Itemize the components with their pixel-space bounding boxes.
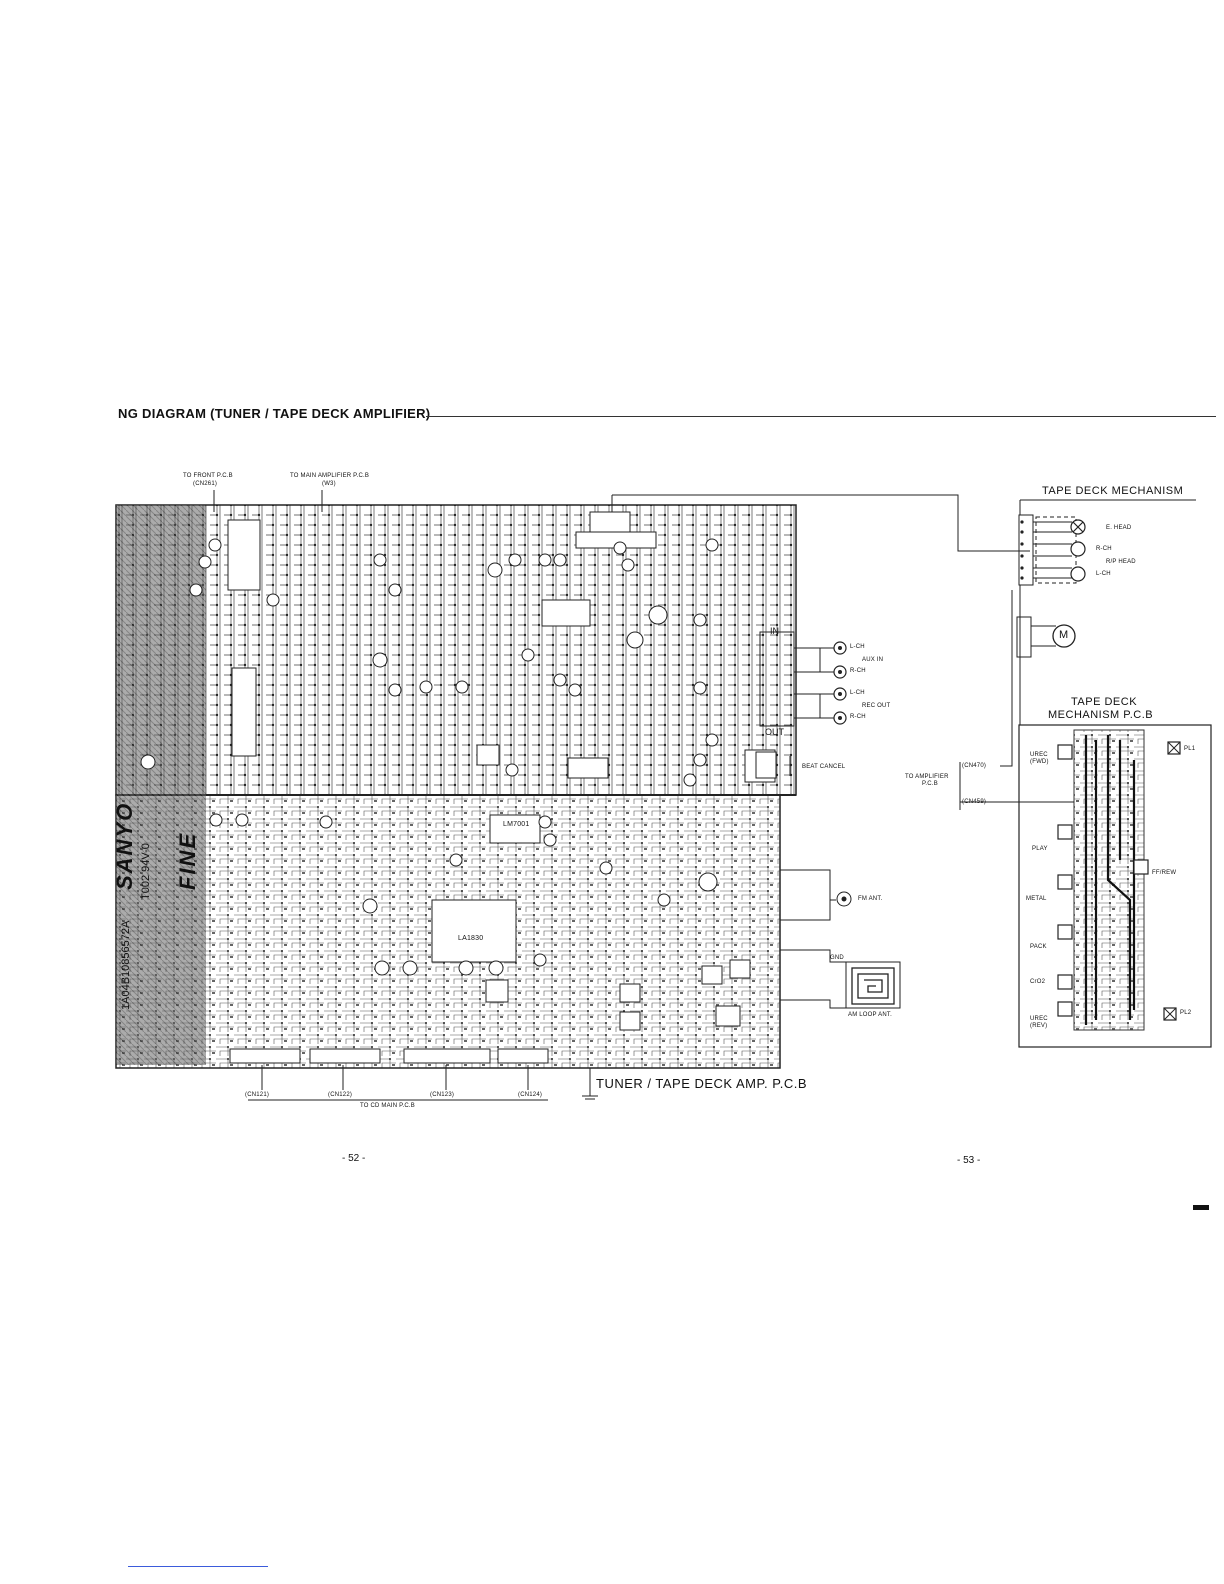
bottom-underline xyxy=(128,1566,268,1567)
rec-r-ch-label: R-CH xyxy=(850,714,866,720)
corner-mark xyxy=(1193,1205,1209,1210)
to-amplifier-label: TO AMPLIFIER xyxy=(905,774,949,780)
urec-rev-label-2: (REV) xyxy=(1030,1023,1048,1029)
in-label: IN xyxy=(770,626,779,636)
mech-pcb-label-2: MECHANISM P.C.B xyxy=(1048,709,1154,721)
tape-deck-mechanism-label: TAPE DECK MECHANISM xyxy=(1042,485,1184,497)
to-main-amp-label: TO MAIN AMPLIFIER P.C.B xyxy=(290,473,370,479)
motor-label: M xyxy=(1059,629,1069,641)
urec-fwd-label-1: UREC xyxy=(1030,752,1048,758)
beat-cancel-label: BEAT CANCEL xyxy=(802,764,846,770)
play-label: PLAY xyxy=(1032,846,1048,852)
cn261-label: (CN261) xyxy=(193,481,218,487)
title-rule xyxy=(426,416,1216,417)
fm-ant-label: FM ANT. xyxy=(858,896,883,902)
pl2-label: PL2 xyxy=(1180,1010,1192,1016)
fine-logo: FINE xyxy=(175,831,200,890)
l-ch-top-label: L-CH xyxy=(1096,571,1111,577)
board-code: 1A04B10856572A xyxy=(120,920,132,1010)
metal-label: METAL xyxy=(1026,896,1047,902)
rp-head-label: R/P HEAD xyxy=(1106,559,1136,565)
page-number-right: - 53 - xyxy=(957,1155,981,1166)
cn459-label: (CN459) xyxy=(962,799,987,805)
sanyo-logo: SANYO xyxy=(112,801,137,890)
ff-rew-label: FF/REW xyxy=(1152,870,1177,876)
cro2-label: CrO2 xyxy=(1030,979,1046,985)
cn122-label: (CN122) xyxy=(328,1092,353,1098)
rec-l-ch-label: L-CH xyxy=(850,690,865,696)
page-number-left: - 52 - xyxy=(342,1153,366,1164)
ic-la1830-label: LA1830 xyxy=(458,935,484,942)
pcb-title-label: TUNER / TAPE DECK AMP. P.C.B xyxy=(596,1076,807,1091)
urec-fwd-label-2: (FWD) xyxy=(1030,759,1049,765)
pack-label: PACK xyxy=(1030,944,1047,950)
w3-label: (W3) xyxy=(322,481,336,487)
e-head-label: E. HEAD xyxy=(1106,525,1132,531)
cn124-label: (CN124) xyxy=(518,1092,543,1098)
board-code-2: T002 94V-0 xyxy=(140,843,152,900)
gnd-label: GND xyxy=(830,955,844,961)
cn121-label: (CN121) xyxy=(245,1092,270,1098)
rec-out-label: REC OUT xyxy=(862,703,891,709)
out-label: OUT xyxy=(765,727,784,737)
ic-lm7001-label: LM7001 xyxy=(503,821,530,828)
pl1-label: PL1 xyxy=(1184,746,1196,752)
r-ch-top-label: R-CH xyxy=(1096,546,1112,552)
to-cd-main-label: TO CD MAIN P.C.B xyxy=(360,1103,415,1109)
to-front-pcb-label: TO FRONT P.C.B xyxy=(183,473,233,479)
amp-pcb-label: P.C.B xyxy=(922,781,938,787)
diagram-title: NG DIAGRAM (TUNER / TAPE DECK AMPLIFIER) xyxy=(118,406,431,421)
aux-in-label: AUX IN xyxy=(862,657,884,663)
cn470-label: (CN470) xyxy=(962,763,987,769)
urec-rev-label-1: UREC xyxy=(1030,1016,1048,1022)
aux-r-ch-label: R-CH xyxy=(850,668,866,674)
cn123-label: (CN123) xyxy=(430,1092,455,1098)
aux-l-ch-label: L-CH xyxy=(850,644,865,650)
mech-pcb-label-1: TAPE DECK xyxy=(1071,696,1138,708)
am-loop-ant-label: AM LOOP ANT. xyxy=(848,1012,892,1018)
